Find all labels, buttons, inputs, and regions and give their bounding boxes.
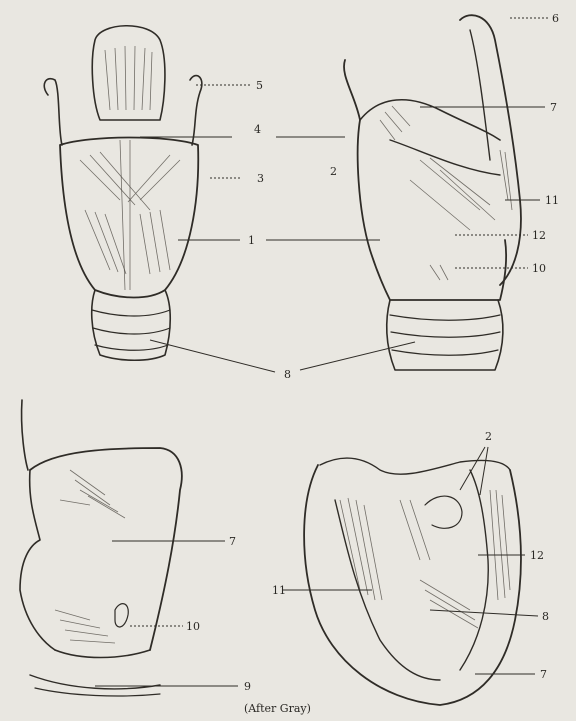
label-9: 9 — [244, 680, 251, 693]
label-5: 5 — [256, 79, 263, 92]
label-7-dissection: 7 — [229, 535, 236, 548]
posterior-view-labels: 5 4 3 1 8 — [140, 79, 415, 381]
label-1: 1 — [248, 234, 255, 247]
label-3: 3 — [257, 172, 264, 185]
label-2-interior: 2 — [485, 430, 492, 443]
posterior-view-figure — [44, 26, 202, 361]
label-12: 12 — [532, 229, 546, 242]
lateral-dissection-figure — [20, 400, 182, 696]
label-10-dissection: 10 — [186, 620, 200, 633]
label-2: 2 — [330, 165, 337, 178]
label-8-interior: 8 — [542, 610, 549, 623]
label-10: 10 — [532, 262, 546, 275]
lateral-dissection-labels: 7 10 9 — [95, 535, 251, 693]
interior-view-figure — [304, 458, 521, 705]
figure-caption: (After Gray) — [244, 702, 311, 715]
label-8-shared: 8 — [284, 368, 291, 381]
lateral-view-figure — [344, 15, 521, 370]
label-11: 11 — [545, 194, 559, 207]
label-7: 7 — [550, 101, 557, 114]
label-7-interior: 7 — [540, 668, 547, 681]
lateral-view-labels: 6 7 2 11 12 10 — [330, 12, 559, 275]
label-11-interior: 11 — [272, 584, 286, 597]
label-4: 4 — [254, 123, 261, 136]
label-12-interior: 12 — [530, 549, 544, 562]
label-6: 6 — [552, 12, 559, 25]
